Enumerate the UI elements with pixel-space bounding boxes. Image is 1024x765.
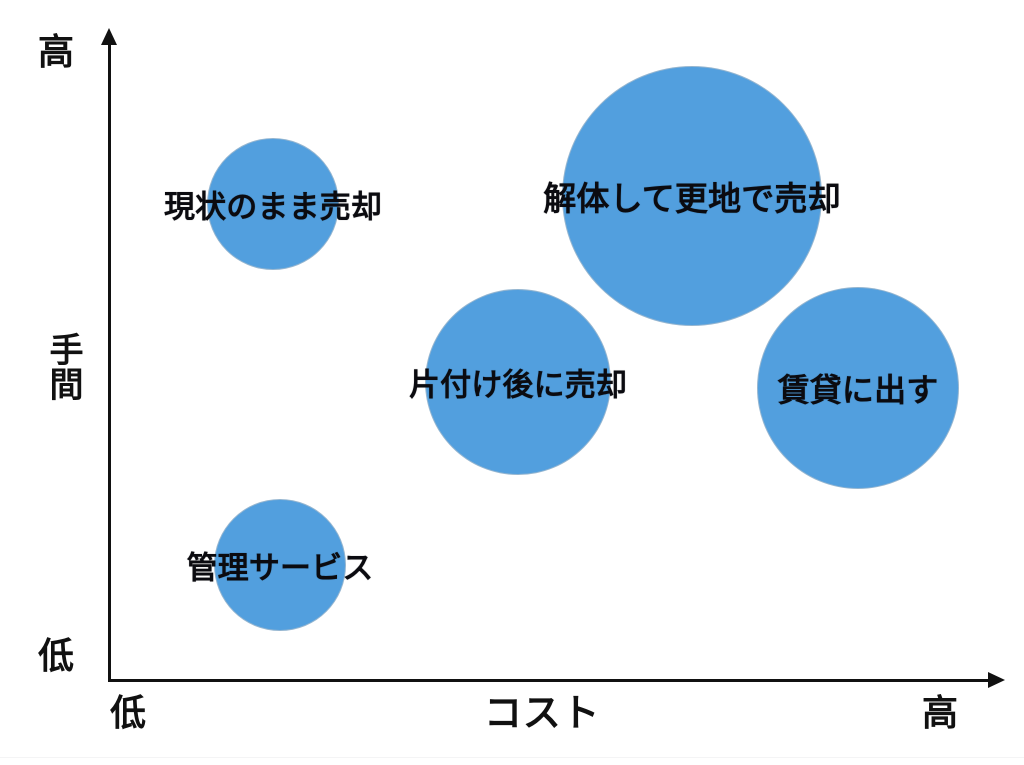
bubble-rent-out[interactable] [758,288,958,488]
bubble-demolish-and-sell[interactable] [563,67,821,325]
x-axis-arrow-icon [988,672,1005,688]
bottom-divider [0,757,1024,758]
y-axis-title: 手間 [43,332,83,402]
bubble-sell-as-is[interactable] [208,139,338,269]
bubble-sell-after-cleanup[interactable] [426,290,610,474]
x-axis-line [108,679,992,682]
bubble-management-service[interactable] [215,500,345,630]
bubble-label-demolish-and-sell: 解体して更地で売却 [543,179,841,218]
bubble-label-sell-as-is: 現状のまま売却 [163,189,383,226]
bubble-label-rent-out: 賃貸に出す [777,371,939,409]
y-axis-arrow-icon [101,28,117,45]
y-axis-low-label: 低 [38,636,75,677]
y-axis-line [108,44,111,681]
bubble-label-management-service: 管理サービス [186,550,374,587]
bubble-label-sell-after-cleanup: 片付け後に売却 [408,367,628,404]
x-axis-title: コスト [484,691,601,735]
x-axis-low-label: 低 [110,693,147,734]
y-axis-high-label: 高 [38,32,75,73]
x-axis-high-label: 高 [922,693,959,734]
